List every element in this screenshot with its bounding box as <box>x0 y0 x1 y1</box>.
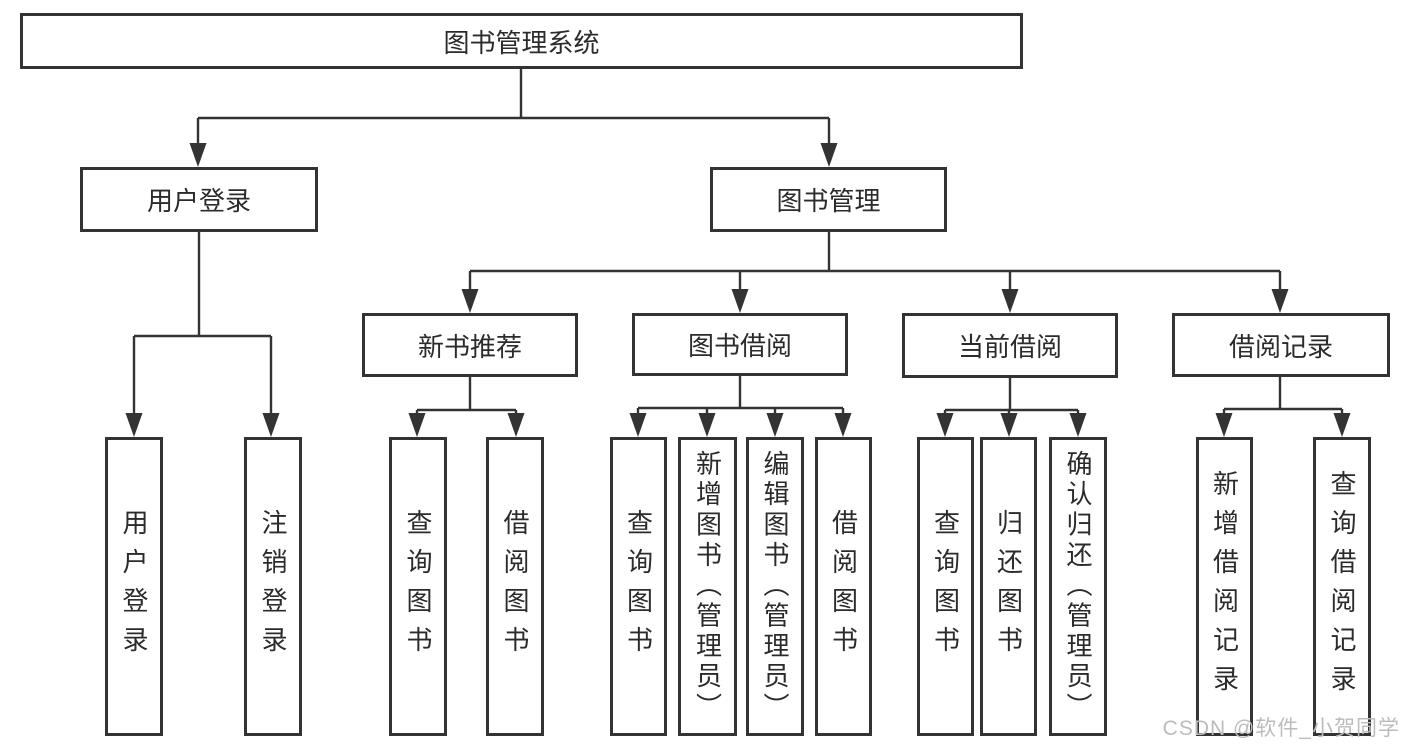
connector-user-login-branch <box>132 232 273 415</box>
leaf-borrow-books-1-label: 借阅图书 <box>500 508 530 665</box>
node-book-borrow-label: 图书借阅 <box>687 331 792 361</box>
connector-book-management-branch <box>468 232 1282 291</box>
leaf-query-borrow-record: 查询借阅记录 <box>1313 437 1371 736</box>
leaf-borrow-books-1: 借阅图书 <box>486 437 544 736</box>
csdn-watermark: CSDN @软件_小贺同学 <box>1162 717 1400 740</box>
node-book-borrow: 图书借阅 <box>632 313 848 376</box>
node-book-management-label: 图书管理 <box>776 186 881 216</box>
leaf-confirm-return-admin-label: 确认归还（管理员） <box>1063 450 1093 723</box>
node-current-borrow: 当前借阅 <box>902 313 1118 378</box>
leaf-edit-book-admin: 编辑图书（管理员） <box>746 437 804 736</box>
leaf-add-borrow-record-label: 新增借阅记录 <box>1209 469 1240 704</box>
node-user-login-label: 用户登录 <box>146 186 251 216</box>
leaf-borrow-books-2: 借阅图书 <box>815 437 872 736</box>
leaf-query-borrow-record-label: 查询借阅记录 <box>1327 469 1357 704</box>
node-new-book-recommend-label: 新书推荐 <box>417 331 522 362</box>
connector-root-to-level2 <box>196 69 831 145</box>
leaf-logout-label: 注销登录 <box>258 508 288 665</box>
node-current-borrow-label: 当前借阅 <box>957 332 1062 362</box>
leaf-query-books-3: 查询图书 <box>917 437 974 736</box>
leaf-return-books: 归还图书 <box>980 437 1037 736</box>
node-new-book-recommend: 新书推荐 <box>362 313 578 377</box>
node-user-login: 用户登录 <box>80 167 318 232</box>
node-root: 图书管理系统 <box>20 13 1023 69</box>
node-borrow-records: 借阅记录 <box>1172 313 1390 377</box>
leaf-add-book-admin: 新增图书（管理员） <box>678 437 737 736</box>
leaf-confirm-return-admin: 确认归还（管理员） <box>1049 437 1107 736</box>
leaf-query-books-2-label: 查询图书 <box>623 508 654 665</box>
leaf-return-books-label: 归还图书 <box>993 508 1024 665</box>
leaf-logout: 注销登录 <box>244 437 302 736</box>
node-borrow-records-label: 借阅记录 <box>1228 331 1333 362</box>
node-root-label: 图书管理系统 <box>443 27 600 58</box>
leaf-user-login: 用户登录 <box>105 437 163 736</box>
connector-current-borrow-branch <box>943 378 1080 415</box>
leaf-borrow-books-2-label: 借阅图书 <box>828 508 859 665</box>
leaf-query-books-1-label: 查询图书 <box>403 508 433 665</box>
connector-new-book-recommend-branch <box>415 377 518 415</box>
leaf-user-login-label: 用户登录 <box>119 508 149 665</box>
leaf-query-books-3-label: 查询图书 <box>930 508 961 665</box>
connector-borrow-records-branch <box>1222 377 1344 415</box>
connector-book-borrow-branch <box>636 376 845 415</box>
leaf-add-borrow-record: 新增借阅记录 <box>1196 437 1253 736</box>
leaf-query-books-1: 查询图书 <box>389 437 447 736</box>
leaf-add-book-admin-label: 新增图书（管理员） <box>692 450 723 723</box>
node-book-management: 图书管理 <box>710 167 947 232</box>
leaf-query-books-2: 查询图书 <box>610 437 667 736</box>
leaf-edit-book-admin-label: 编辑图书（管理员） <box>760 450 790 723</box>
